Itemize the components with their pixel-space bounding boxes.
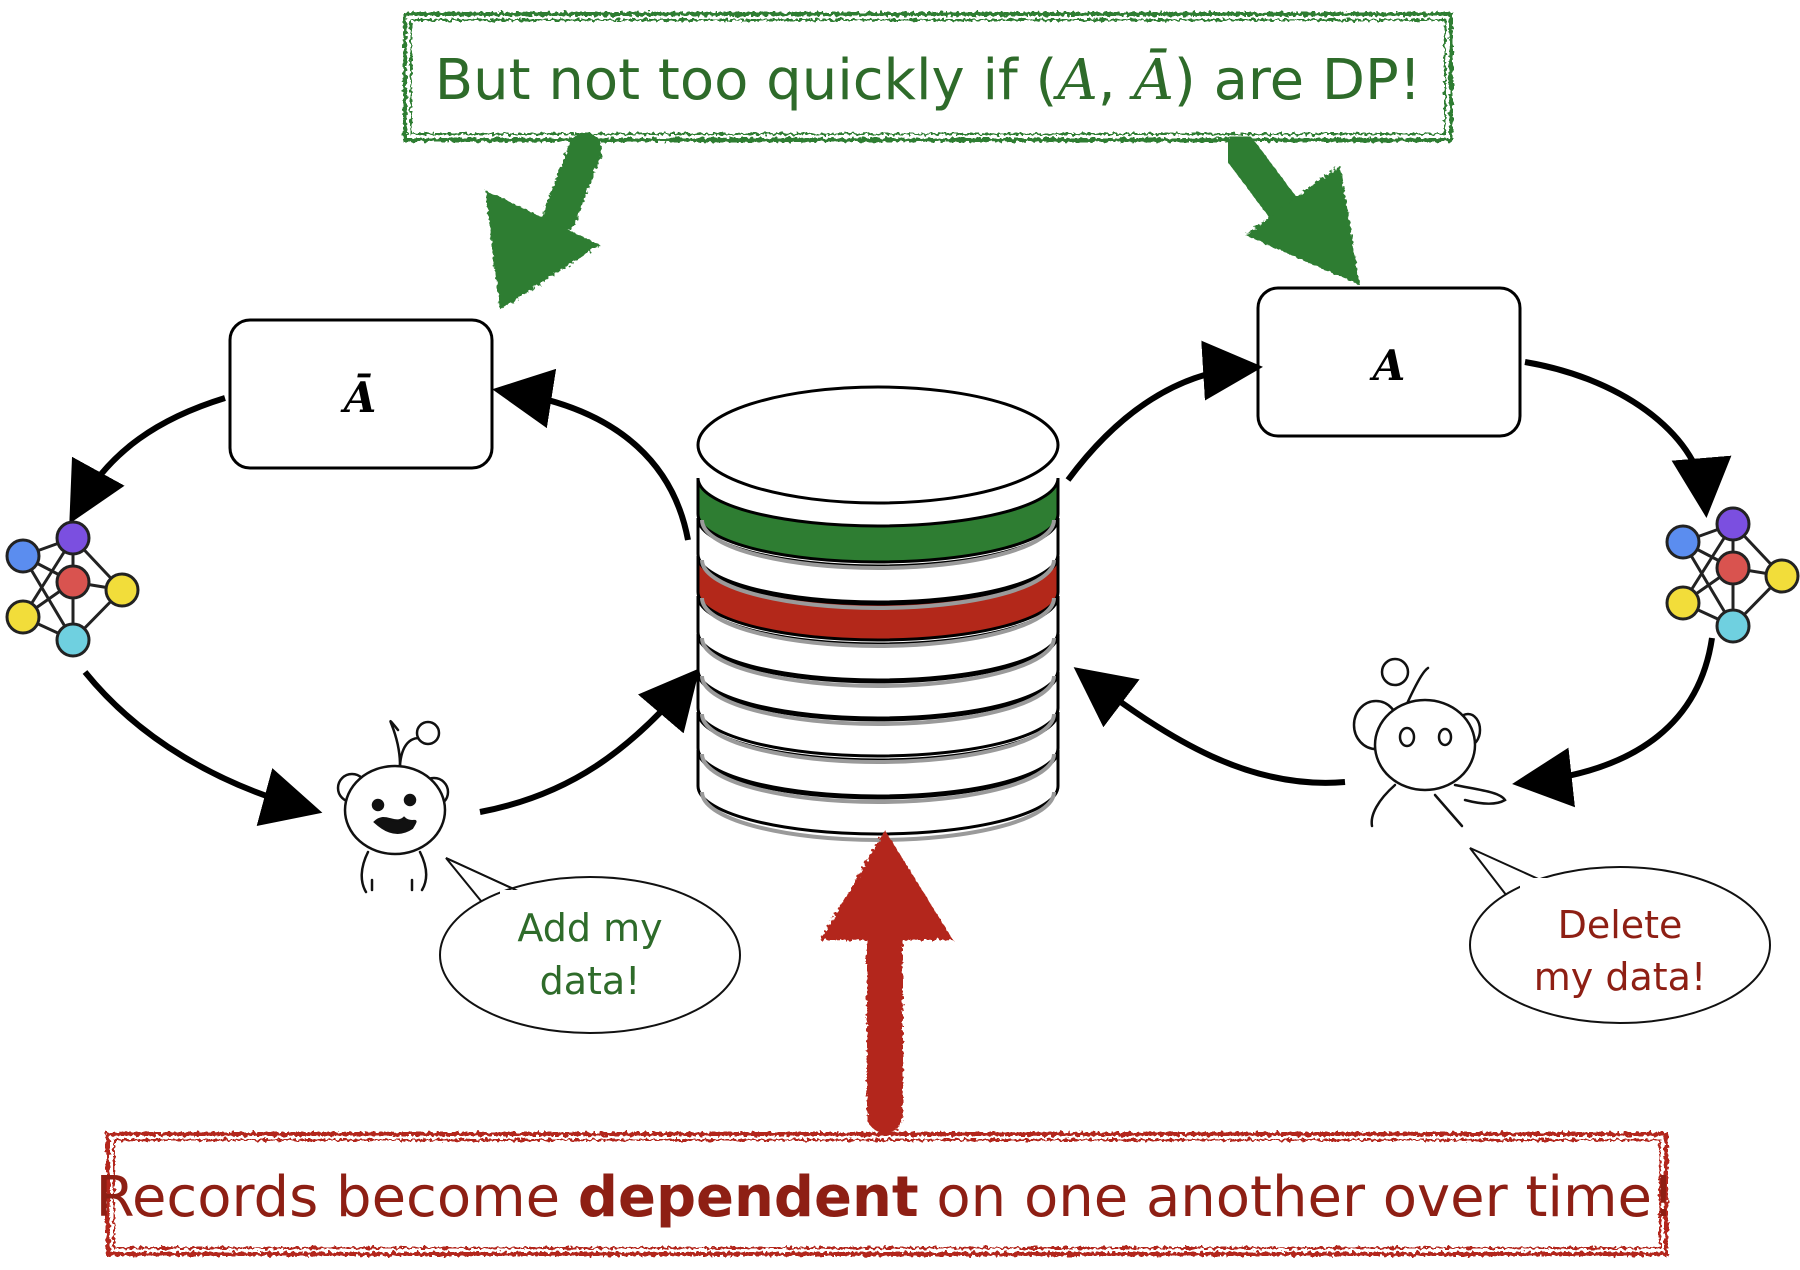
db-record-added (696, 477, 1060, 564)
add-bubble-line2: data! (540, 959, 641, 1003)
database-stack (696, 385, 1060, 842)
neural-network-icon-right (1665, 506, 1800, 644)
nn-node (1715, 608, 1751, 644)
nn-node (5, 599, 41, 635)
speech-bubble-delete: Delete my data! (1469, 847, 1771, 1024)
nn-node (1715, 506, 1751, 542)
cycle-arrows (69, 340, 1732, 826)
arrow-db-to-abar (492, 368, 691, 541)
nn-node (1764, 558, 1800, 594)
db-slab-shadow (700, 597, 1056, 648)
db-slab-shadow (700, 519, 1056, 570)
arrow-model-to-user-left (82, 670, 323, 826)
add-bubble-line1: Add my (517, 906, 662, 950)
arrow-abar-to-model-left (69, 395, 226, 524)
a-label: A (1369, 341, 1406, 390)
abar-label: Ā (340, 373, 377, 422)
nn-node (1665, 585, 1701, 621)
db-record-deleted (696, 555, 1060, 642)
delete-bubble-line1: Delete (1558, 903, 1683, 947)
top-banner-text: But not too quickly if (A, Ā) are DP! (435, 48, 1422, 113)
db-slab-shadow (700, 791, 1056, 842)
green-arrow-right (1223, 133, 1360, 285)
nn-node (1715, 550, 1751, 586)
db-slab-shadow (700, 713, 1056, 764)
arrow-user-to-db-right (1073, 667, 1346, 786)
mascot-icon-right (1352, 657, 1507, 828)
arrow-user-to-db-left (479, 668, 700, 815)
nn-node (5, 538, 41, 574)
arrow-db-to-a (1065, 340, 1263, 482)
bottom-banner-text: Records become dependent on one another … (96, 1165, 1675, 1230)
speech-bubble-add: Add my data! (439, 857, 741, 1034)
nn-node (104, 572, 140, 608)
algorithm-box-a: A (1256, 286, 1522, 438)
neural-network-icon-left (5, 520, 140, 658)
mascot-icon-left (336, 719, 450, 894)
db-slab-shadow (700, 753, 1056, 804)
arrow-a-to-model-right (1524, 359, 1732, 518)
db-top (696, 385, 1060, 505)
red-arrow-up (820, 830, 953, 1133)
db-record-slab (696, 749, 1060, 836)
db-record-slab (696, 633, 1060, 720)
algorithm-box-abar: Ā (228, 318, 494, 470)
nn-node (55, 564, 91, 600)
nn-node (1665, 524, 1701, 560)
green-arrow-left (485, 133, 602, 310)
db-slab-shadow (700, 637, 1056, 688)
arrow-model-to-user-right (1512, 637, 1715, 808)
db-record-slab (696, 671, 1060, 758)
bottom-banner: Records become dependent on one another … (96, 1132, 1675, 1256)
top-banner: But not too quickly if (A, Ā) are DP! (403, 12, 1453, 142)
db-slab-shadow (700, 675, 1056, 726)
nn-node (55, 622, 91, 658)
db-slab-shadow (700, 559, 1056, 610)
delete-bubble-line2: my data! (1534, 955, 1706, 999)
nn-node (55, 520, 91, 556)
